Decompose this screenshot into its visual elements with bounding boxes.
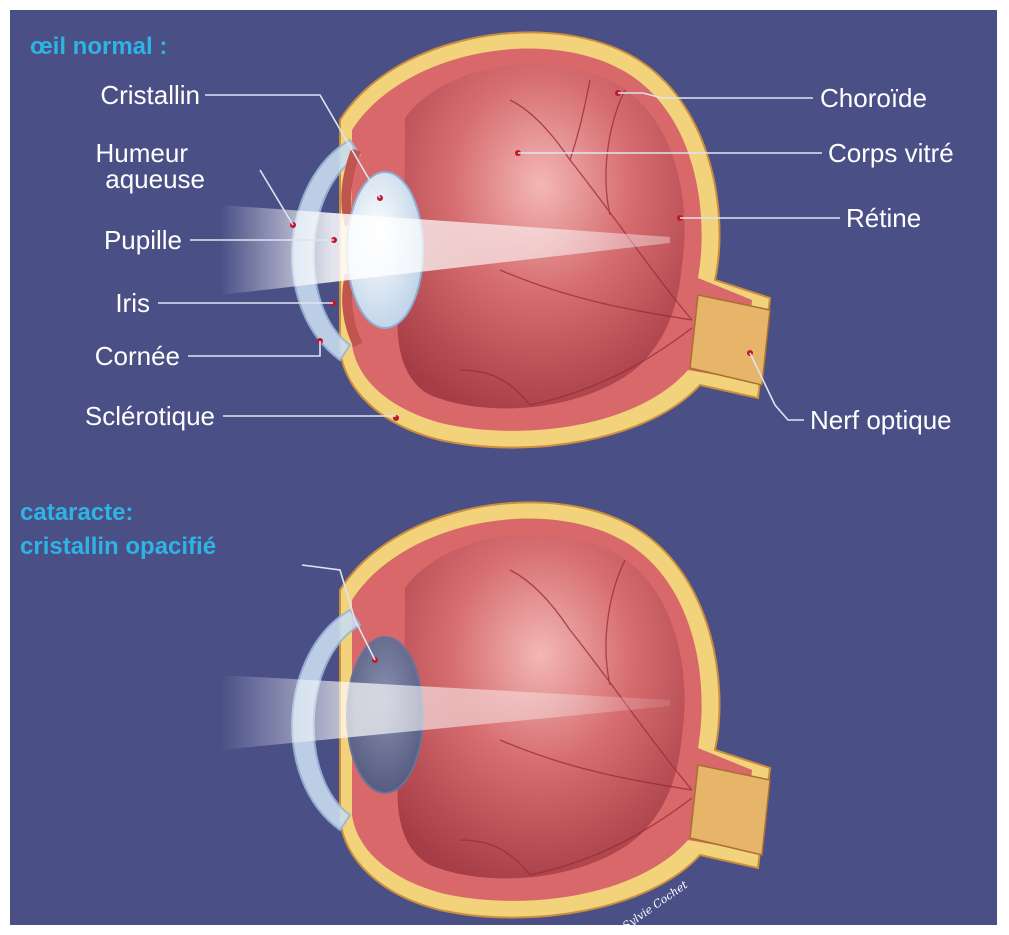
label-nerf-optique: Nerf optique [810,405,952,435]
label-sclerotique: Sclérotique [85,401,215,431]
label-choroide: Choroïde [820,83,927,113]
label-aqueuse: aqueuse [105,164,205,194]
optic-nerve-normal [690,295,770,385]
label-corps-vitre: Corps vitré [828,138,954,168]
normal-eye [158,32,840,447]
eye-diagram: œil normal : Cristallin Humeur aqueuse P… [10,10,997,925]
heading-cataract: cataracte: [20,499,133,526]
diagram-panel: œil normal : Cristallin Humeur aqueuse P… [10,10,997,925]
optic-nerve-cataract [690,765,770,855]
label-cristallin: Cristallin [100,80,200,110]
label-pupille: Pupille [104,225,182,255]
heading-normal: œil normal : [30,33,167,60]
label-cornee: Cornée [95,341,180,371]
label-retine: Rétine [846,203,921,233]
cataract-eye [220,502,770,917]
heading-cataract-lens: cristallin opacifié [20,533,216,560]
label-iris: Iris [115,288,150,318]
